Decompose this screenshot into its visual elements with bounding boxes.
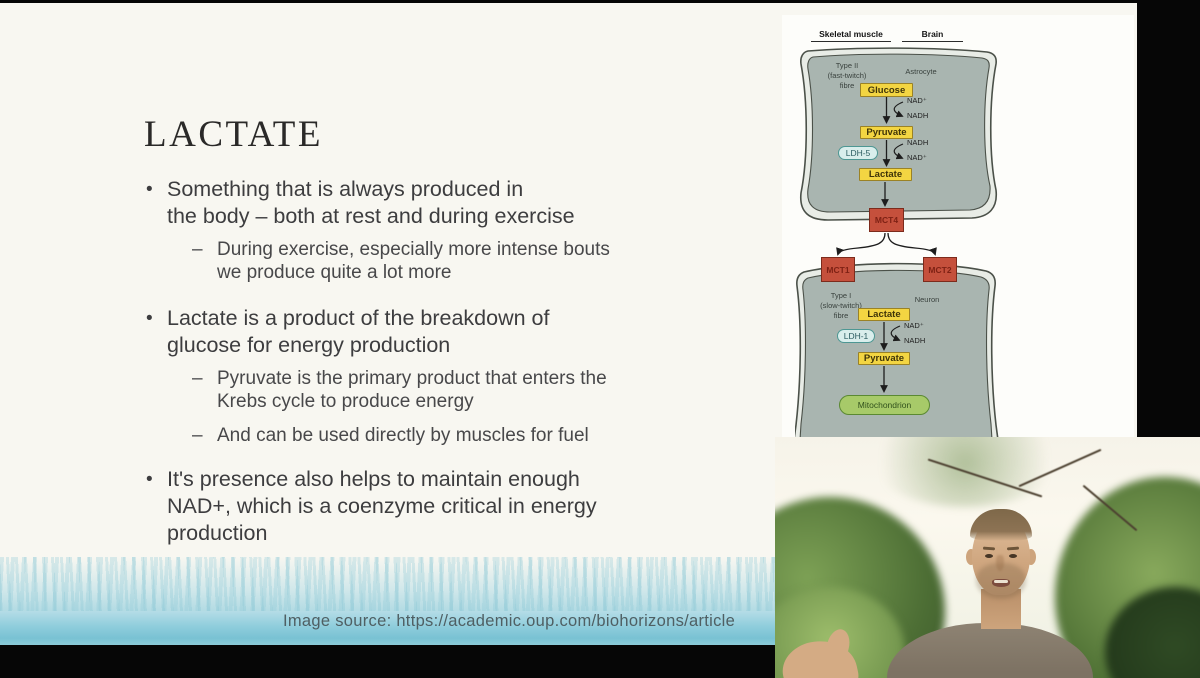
label-line: fibre — [833, 311, 849, 320]
astrocyte-label: Astrocyte — [905, 67, 937, 76]
bullet-line: production — [167, 521, 268, 545]
bullet-line: Something that is always produced in — [167, 177, 524, 201]
bullet-item: • Lactate is a product of the breakdown … — [146, 305, 549, 359]
nad-plus-label: NAD⁺ — [904, 321, 924, 330]
pyruvate-box-lower: Pyruvate — [858, 352, 910, 365]
bullet-line: It's presence also helps to maintain eno… — [167, 467, 580, 491]
ldh5-enzyme-oval: LDH-5 — [838, 146, 878, 160]
label-line: Type II — [835, 61, 859, 70]
bullet-line: Krebs cycle to produce energy — [217, 391, 474, 412]
label-line: Type I — [830, 291, 852, 300]
presenter-webcam-overlay — [775, 437, 1200, 678]
presenter-eye — [1009, 554, 1017, 558]
presenter-ear — [1026, 549, 1036, 565]
nadh-label: NADH — [907, 111, 929, 120]
nad-plus-label: NAD⁺ — [907, 153, 927, 162]
image-source-citation: Image source: https://academic.oup.com/b… — [283, 612, 736, 630]
mct4-transporter-box: MCT4 — [869, 208, 904, 232]
lactate-box: Lactate — [859, 168, 912, 181]
presenter-teeth — [994, 580, 1008, 583]
lactate-box-lower: Lactate — [858, 308, 910, 321]
nad-plus-label: NAD⁺ — [907, 96, 927, 105]
presenter-mouth — [992, 579, 1010, 587]
bullet-marker: • — [146, 308, 153, 329]
presentation-slide: LACTATE • Something that is always produ… — [0, 3, 1137, 645]
dash-marker: – — [192, 425, 203, 446]
bullet-line: During exercise, especially more intense… — [217, 239, 610, 260]
dash-marker: – — [192, 239, 203, 260]
mct1-transporter-box: MCT1 — [821, 257, 855, 282]
slide-title: LACTATE — [144, 114, 323, 155]
presenter-nose — [996, 555, 1004, 571]
bullet-line: NAD+, which is a coenzyme critical in en… — [167, 494, 597, 518]
lower-cell-fibre-label: Type I (slow-twitch) fibre — [803, 291, 879, 321]
bullet-line: the body – both at rest and during exerc… — [167, 204, 575, 228]
presenter-eye — [985, 554, 993, 558]
bullet-marker: • — [146, 469, 153, 490]
nadh-label: NADH — [904, 336, 926, 345]
presenter-hair — [970, 509, 1032, 541]
mitochondrion-pill: Mitochondrion — [839, 395, 930, 415]
neuron-label: Neuron — [914, 295, 940, 304]
diagram-header-skeletal-muscle: Skeletal muscle — [811, 29, 891, 42]
label-line: fibre — [839, 81, 855, 90]
presenter-ear — [966, 549, 976, 565]
sub-bullet-item: – Pyruvate is the primary product that e… — [192, 367, 607, 413]
bullet-marker: • — [146, 179, 153, 200]
sub-bullet-item: – During exercise, especially more inten… — [192, 238, 610, 284]
label-line: (fast-twitch) — [827, 71, 867, 80]
ldh1-enzyme-oval: LDH-1 — [837, 329, 875, 343]
upper-cell-fibre-label: Type II (fast-twitch) fibre — [809, 61, 885, 91]
dash-marker: – — [192, 368, 203, 389]
bullet-line: And can be used directly by muscles for … — [217, 425, 589, 446]
diagram-header-brain: Brain — [902, 29, 963, 42]
bullet-line: we produce quite a lot more — [217, 262, 452, 283]
bullet-item: • Something that is always produced in th… — [146, 176, 575, 230]
presenter-neck — [981, 589, 1021, 629]
bullet-line: Pyruvate is the primary product that ent… — [217, 368, 607, 389]
bullet-line: Lactate is a product of the breakdown of — [167, 306, 550, 330]
bullet-item: • It's presence also helps to maintain e… — [146, 466, 597, 547]
lactate-shuttle-diagram: Skeletal muscle Brain Type II (fast-twit… — [795, 25, 1000, 440]
pyruvate-box: Pyruvate — [860, 126, 913, 139]
bullet-line: glucose for energy production — [167, 333, 451, 357]
mct2-transporter-box: MCT2 — [923, 257, 957, 282]
nadh-label: NADH — [907, 138, 929, 147]
sub-bullet-item: – And can be used directly by muscles fo… — [192, 424, 589, 447]
label-line: (slow-twitch) — [820, 301, 862, 310]
glucose-box: Glucose — [860, 83, 913, 97]
